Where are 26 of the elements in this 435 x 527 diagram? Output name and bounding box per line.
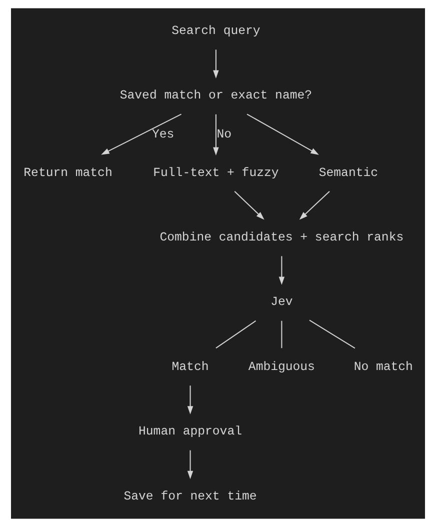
- arrow: [234, 191, 264, 220]
- arrow: [298, 191, 330, 220]
- node-text: Search query: [171, 24, 260, 38]
- node-text: Match: [171, 360, 208, 374]
- arrow: [246, 114, 318, 155]
- node-text: No match: [353, 360, 412, 374]
- node-text: Jev: [270, 295, 292, 310]
- connector: [280, 320, 282, 348]
- connector: [308, 320, 355, 349]
- node-text: Semantic: [318, 166, 378, 180]
- node-text: Return match: [23, 166, 112, 180]
- node-text: Saved match or exact name?: [119, 88, 312, 103]
- node-text: Ambiguous: [248, 360, 314, 374]
- arrow: [212, 50, 218, 78]
- arrow: [212, 114, 218, 156]
- edge-label: No: [216, 127, 232, 142]
- arrow: [100, 114, 181, 155]
- node-text: Human approval: [138, 424, 242, 439]
- edge-label: Yes: [151, 127, 174, 142]
- arrow: [278, 256, 284, 285]
- arrow: [186, 386, 193, 414]
- arrow: [186, 450, 193, 480]
- connector: [215, 320, 256, 349]
- node-text: Combine candidates + search ranks: [159, 230, 404, 244]
- node-text: Save for next time: [123, 489, 256, 504]
- node-text: Full-text + fuzzy: [152, 166, 278, 180]
